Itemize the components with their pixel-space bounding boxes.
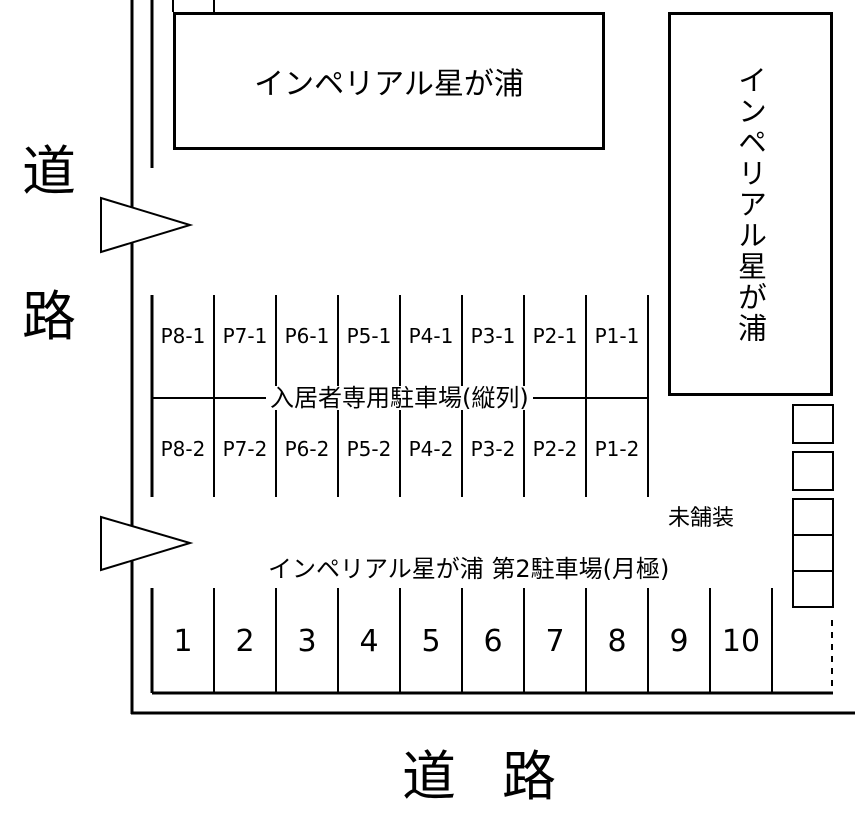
monthly-space-number: 6 xyxy=(483,624,503,659)
right-box xyxy=(792,570,834,608)
resident-stall-label: P7-2 xyxy=(222,437,268,461)
monthly-space-number: 2 xyxy=(235,624,255,659)
monthly-parking-title: インペリアル星が浦 第2駐車場(月極) xyxy=(268,555,670,583)
building-main: インペリアル星が浦 xyxy=(173,12,605,150)
resident-stall-label: P6-1 xyxy=(284,324,330,348)
monthly-space-number: 7 xyxy=(545,624,565,659)
unpaved-label: 未舗装 xyxy=(668,506,735,531)
resident-stall-label: P6-2 xyxy=(284,437,330,461)
monthly-space-number: 10 xyxy=(721,624,761,659)
entrance-arrow-lower xyxy=(100,515,194,572)
monthly-space-number: 1 xyxy=(173,624,193,659)
monthly-space-number: 9 xyxy=(669,624,689,659)
monthly-stall-lines xyxy=(150,588,773,693)
resident-stall-label: P3-1 xyxy=(470,324,516,348)
resident-stall-label: P5-2 xyxy=(346,437,392,461)
resident-stall-label: P7-1 xyxy=(222,324,268,348)
resident-stall-label: P1-2 xyxy=(594,437,640,461)
resident-stall-label: P1-1 xyxy=(594,324,640,348)
right-box xyxy=(792,498,834,536)
road-label-left-top: 道 xyxy=(22,140,76,203)
resident-stall-label: P2-2 xyxy=(532,437,578,461)
resident-stall-label: P8-2 xyxy=(160,437,206,461)
monthly-space-number: 8 xyxy=(607,624,627,659)
road-label-left-bottom: 路 xyxy=(22,285,76,348)
road-label-bottom: 道路 xyxy=(402,745,602,808)
resident-stall-label: P3-2 xyxy=(470,437,516,461)
right-box xyxy=(792,404,834,444)
resident-stall-label: P8-1 xyxy=(160,324,206,348)
resident-parking-title: 入居者専用駐車場(縦列) xyxy=(266,386,533,410)
resident-stall-label: P5-1 xyxy=(346,324,392,348)
right-box xyxy=(792,451,834,491)
entrance-arrow-upper xyxy=(100,196,194,254)
resident-stall-label: P2-1 xyxy=(532,324,578,348)
right-box xyxy=(792,534,834,572)
building-main-name: インペリアル星が浦 xyxy=(254,67,524,102)
building-side: インペリアル星が浦 xyxy=(668,12,833,396)
resident-stall-label: P4-2 xyxy=(408,437,454,461)
monthly-space-number: 3 xyxy=(297,624,317,659)
resident-stall-label: P4-1 xyxy=(408,324,454,348)
right-boxes xyxy=(792,404,834,608)
monthly-space-number: 5 xyxy=(421,624,441,659)
building-side-name: インペリアル星が浦 xyxy=(733,64,768,344)
monthly-space-number: 4 xyxy=(359,624,379,659)
